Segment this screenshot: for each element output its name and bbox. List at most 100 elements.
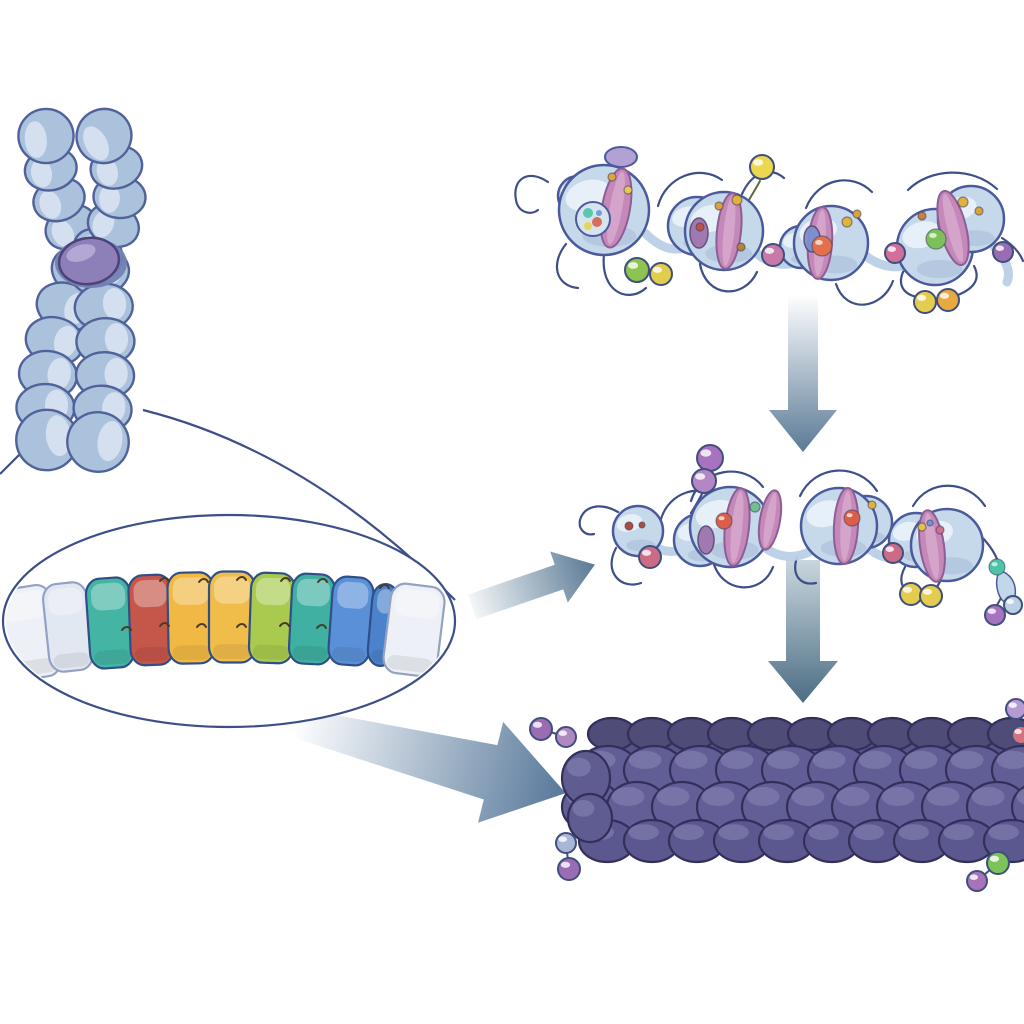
surface-mark: [695, 222, 705, 232]
band-segment-highlight: [48, 587, 83, 616]
sphere-highlight: [753, 159, 764, 166]
modification-sphere: [936, 288, 960, 312]
band-tick: [121, 626, 132, 631]
dna-strand: [578, 505, 620, 536]
chromatid-segment-highlight: [96, 157, 118, 186]
sphere-highlight: [989, 855, 1000, 862]
fiber-bump-highlight: [943, 824, 974, 841]
surface-mark: [988, 558, 1006, 576]
surface-mark: [841, 216, 853, 228]
arrow-down-icon: [769, 296, 837, 452]
dna-wrap-band-inner: [722, 196, 736, 266]
dna-strand: [610, 546, 643, 586]
dna-strand: [794, 555, 818, 585]
surface-mark: [852, 209, 862, 219]
core-window-mark: [583, 208, 593, 218]
fiber-bump-highlight: [988, 824, 1019, 841]
dna-strand: [900, 266, 919, 299]
modification-sphere: [557, 857, 581, 881]
surface-mark: [731, 194, 743, 206]
inner-groove: [689, 217, 709, 249]
fiber-bump-highlight: [701, 787, 735, 806]
fiber-bump-highlight: [812, 750, 846, 770]
band-segment-shade: [134, 646, 170, 662]
band-tick: [236, 576, 247, 581]
fiber-bump-highlight: [836, 787, 870, 806]
modification-sphere: [992, 241, 1014, 263]
dna-wrap-band-inner: [840, 491, 852, 561]
surface-mark: [957, 196, 969, 208]
sphere-highlight: [887, 246, 896, 252]
histone-core-shade: [916, 259, 963, 279]
chromatid-segment-highlight: [45, 415, 71, 457]
band-segment: [287, 572, 337, 666]
surface-mark: [925, 228, 947, 250]
fiber-bump-highlight: [766, 750, 800, 770]
condensed-chromatin-fiber: [560, 716, 1024, 864]
nucleosome: [884, 184, 1014, 314]
band-segment-shade: [172, 645, 211, 661]
magnifier-ellipse-outline: [1, 513, 457, 729]
dna-strand: [711, 559, 775, 589]
surface-mark-highlight: [815, 240, 823, 245]
chromatid-segment-highlight: [104, 357, 128, 390]
chromatid-segment: [73, 282, 134, 332]
dna-wrap-band: [715, 192, 743, 270]
modification-sphere: [882, 542, 904, 564]
fiber-bump-highlight: [673, 824, 704, 841]
band-tick: [379, 584, 390, 589]
surface-mark: [714, 201, 724, 211]
fiber-bump-highlight: [926, 787, 960, 806]
sphere-highlight: [700, 449, 712, 457]
band-segment: [41, 581, 95, 673]
nucleosome: [611, 504, 665, 569]
band-tick: [159, 622, 170, 627]
modification-sphere: [986, 851, 1010, 875]
modification-sphere: [696, 444, 724, 472]
fiber-bump-highlight: [746, 787, 780, 806]
chromatid-segment-highlight: [51, 219, 75, 248]
band-tick: [316, 624, 327, 629]
band-segment: [84, 576, 136, 670]
sphere-highlight: [532, 721, 543, 728]
dna-strand: [834, 279, 895, 306]
fiber-bump-highlight: [720, 750, 754, 770]
dna-strand: [602, 252, 648, 296]
fiber-bump-highlight: [853, 824, 884, 841]
modification-sphere: [966, 870, 988, 892]
modification-sphere: [555, 726, 577, 748]
fiber-bump-highlight: [656, 787, 690, 806]
modification-dumbbell: [1005, 698, 1024, 745]
modification-sphere: [1003, 595, 1023, 615]
upper-nucleosome-string: [514, 146, 1024, 314]
band-segment-shade: [94, 649, 131, 666]
band-segment-shade: [252, 644, 289, 660]
surface-mark-highlight: [718, 516, 725, 521]
surface-mark: [926, 519, 934, 527]
chromatid-segment-highlight: [104, 323, 129, 355]
arrow-right-icon: [467, 551, 595, 620]
band-segment-shade: [292, 645, 328, 661]
chromatid-segment-highlight: [47, 357, 71, 390]
dna-strand: [911, 484, 987, 508]
modification-sphere: [984, 604, 1006, 626]
band-segment: [207, 570, 257, 664]
surface-mark: [624, 521, 634, 531]
chromosome: [15, 107, 147, 473]
fiber-bump-highlight: [1016, 788, 1024, 805]
fiber-bump-highlight: [791, 787, 825, 806]
modification-sphere: [919, 584, 943, 608]
chromatid-segment-highlight: [83, 126, 109, 161]
band-segment-highlight: [394, 588, 440, 619]
chromatid-segment-highlight: [99, 184, 120, 213]
modification-sphere: [899, 582, 923, 606]
modification-sphere: [1011, 725, 1024, 745]
fiber-bump-highlight: [763, 824, 794, 841]
band-segment-shade: [213, 644, 251, 659]
band-tick: [198, 578, 209, 583]
modification-dumbbell: [966, 851, 1010, 892]
sphere-highlight: [987, 608, 996, 614]
band-tick: [280, 577, 291, 582]
dna-wrap-band-inner: [730, 491, 744, 563]
